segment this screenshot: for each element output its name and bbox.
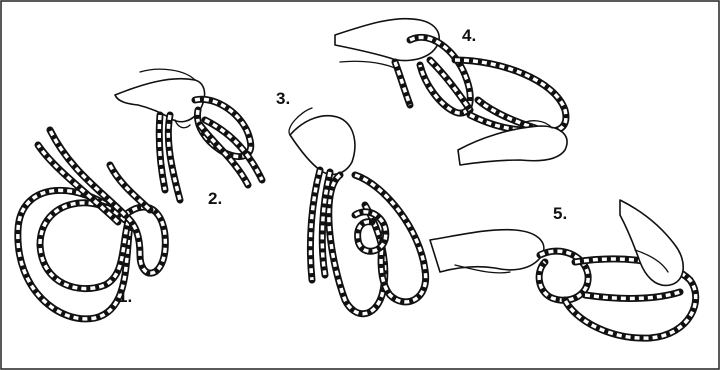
step-2-label: 2.	[208, 189, 222, 208]
step-5-left-hand	[430, 230, 544, 272]
step-3-label: 3.	[276, 89, 290, 108]
step-1-label: 1.	[118, 287, 132, 306]
step-4-label: 4.	[462, 26, 476, 45]
step-4-illustration	[335, 19, 567, 165]
step-5-label: 5.	[553, 204, 567, 223]
step-5-right-hand	[620, 200, 683, 285]
step-4-right-hand	[458, 126, 567, 165]
step-1-illustration	[18, 130, 165, 319]
step-3-rope-right-loop	[355, 175, 426, 302]
step-2-illustration	[115, 69, 262, 200]
step-3-illustration	[289, 108, 426, 314]
step-3-hand	[290, 116, 355, 175]
